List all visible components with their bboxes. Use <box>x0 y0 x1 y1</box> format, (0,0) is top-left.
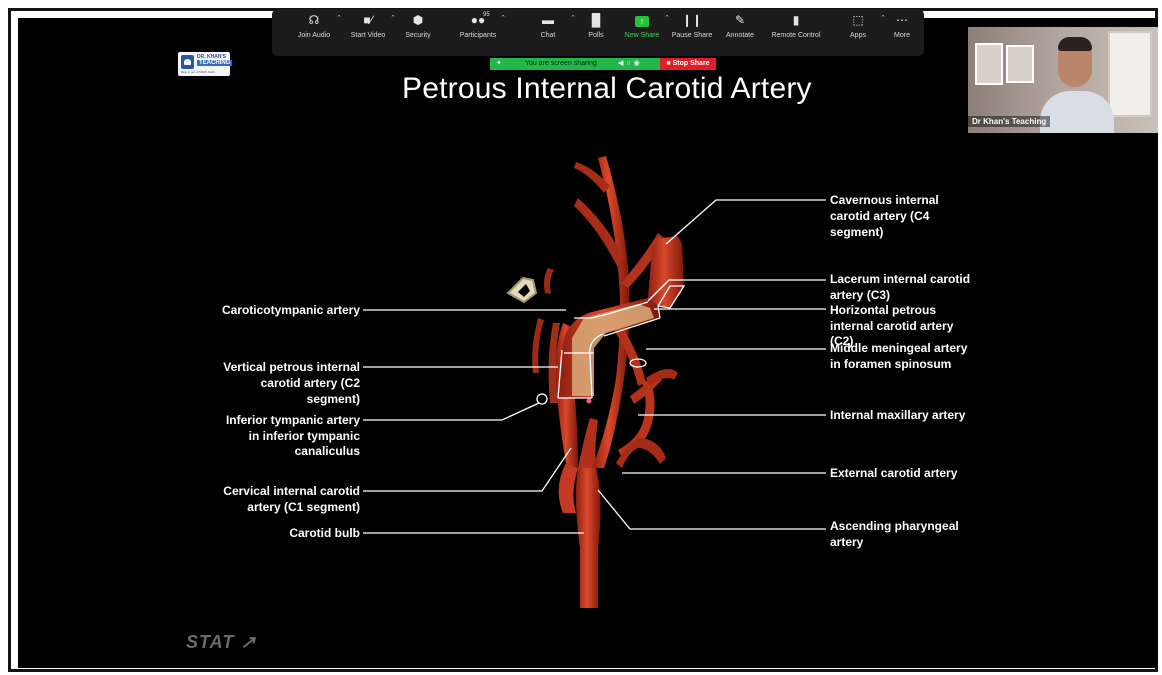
sharing-controls-icon[interactable]: ◀○◉ <box>618 58 643 70</box>
label-ascending-pharyngeal-1: Ascending pharyngeal <box>830 519 959 533</box>
label-inferior-tympanic-2: in inferior tympanic <box>249 429 361 443</box>
label-cavernous-2: carotid artery (C4 <box>830 209 930 223</box>
more-button[interactable]: ⋯ More <box>868 12 936 42</box>
meeting-toolbar: ☊⌃ Join Audio ■∕⌃ Start Video ⬢ Security… <box>272 9 924 56</box>
right-labels: Cavernous internal carotid artery (C4 se… <box>830 193 970 549</box>
presenter-body <box>1040 91 1114 133</box>
shield-icon: ⬢ <box>384 12 452 28</box>
stop-share-button[interactable]: ■ Stop Share <box>660 58 716 70</box>
channel-logo: DR. KHAN'S TEACHING Best is out of MIMS … <box>178 52 230 76</box>
more-icon: ⋯ <box>868 12 936 28</box>
label-ascending-pharyngeal-2: artery <box>830 535 864 549</box>
remote-control-button[interactable]: ▮ Remote Control <box>762 12 830 42</box>
label-cervical-ica-1: Cervical internal carotid <box>223 484 360 498</box>
slide-title: Petrous Internal Carotid Artery <box>402 72 812 106</box>
left-labels: Caroticotympanic artery Vertical petrous… <box>222 303 360 540</box>
label-vertical-petrous-3: segment) <box>307 392 360 406</box>
label-cavernous-1: Cavernous internal <box>830 193 939 207</box>
mouse-icon: ▮ <box>762 12 830 28</box>
label-inferior-tympanic-3: canaliculus <box>295 444 361 458</box>
participants-button[interactable]: ●●95⌃ Participants <box>444 12 512 42</box>
participant-name: Dr Khan's Teaching <box>968 116 1050 127</box>
label-lacerum-1: Lacerum internal carotid <box>830 272 970 286</box>
label-lacerum-2: artery (C3) <box>830 288 890 302</box>
stat-watermark-text: STAT <box>186 632 234 652</box>
label-horizontal-2: internal carotid artery <box>830 319 954 333</box>
wall-frame <box>975 43 1003 85</box>
label-cavernous-3: segment) <box>830 225 883 239</box>
label-middle-meningeal-1: Middle meningeal artery <box>830 341 968 355</box>
stop-share-label: Stop Share <box>673 60 710 67</box>
label-internal-maxillary: Internal maxillary artery <box>830 408 966 422</box>
chevron-down-icon[interactable]: ⌃ <box>500 14 506 22</box>
label-horizontal-1: Horizontal petrous <box>830 303 936 317</box>
label-cervical-ica-2: artery (C1 segment) <box>247 500 360 514</box>
label-caroticotympanic: Caroticotympanic artery <box>222 303 360 317</box>
pin-icon[interactable]: ✦ <box>496 58 502 70</box>
label-vertical-petrous-1: Vertical petrous internal <box>223 360 360 374</box>
label-external-carotid: External carotid artery <box>830 466 958 480</box>
label-vertical-petrous-2: carotid artery (C2 <box>261 376 361 390</box>
logo-line2: TEACHING <box>197 60 232 66</box>
screen-sharing-bar[interactable]: ✦ You are screen sharing ◀○◉ <box>490 58 660 70</box>
artery-drawing <box>508 156 684 608</box>
logo-icon <box>181 55 194 69</box>
logo-line3: Best is out of MIMS Delhi <box>181 70 215 74</box>
whiteboard <box>1108 31 1152 117</box>
security-button[interactable]: ⬢ Security <box>384 12 452 42</box>
label-inferior-tympanic-1: Inferior tympanic artery <box>226 413 360 427</box>
label-carotid-bulb: Carotid bulb <box>289 526 360 540</box>
participant-video-tile[interactable]: Dr Khan's Teaching <box>968 27 1158 133</box>
stat-watermark: STAT ↗ <box>186 632 256 653</box>
screen-sharing-status: You are screen sharing <box>525 58 597 70</box>
label-middle-meningeal-2: in foramen spinosum <box>830 357 951 371</box>
presenter-hair <box>1058 37 1092 51</box>
wall-frame <box>1006 45 1034 83</box>
link-icon: ↗ <box>234 632 256 652</box>
